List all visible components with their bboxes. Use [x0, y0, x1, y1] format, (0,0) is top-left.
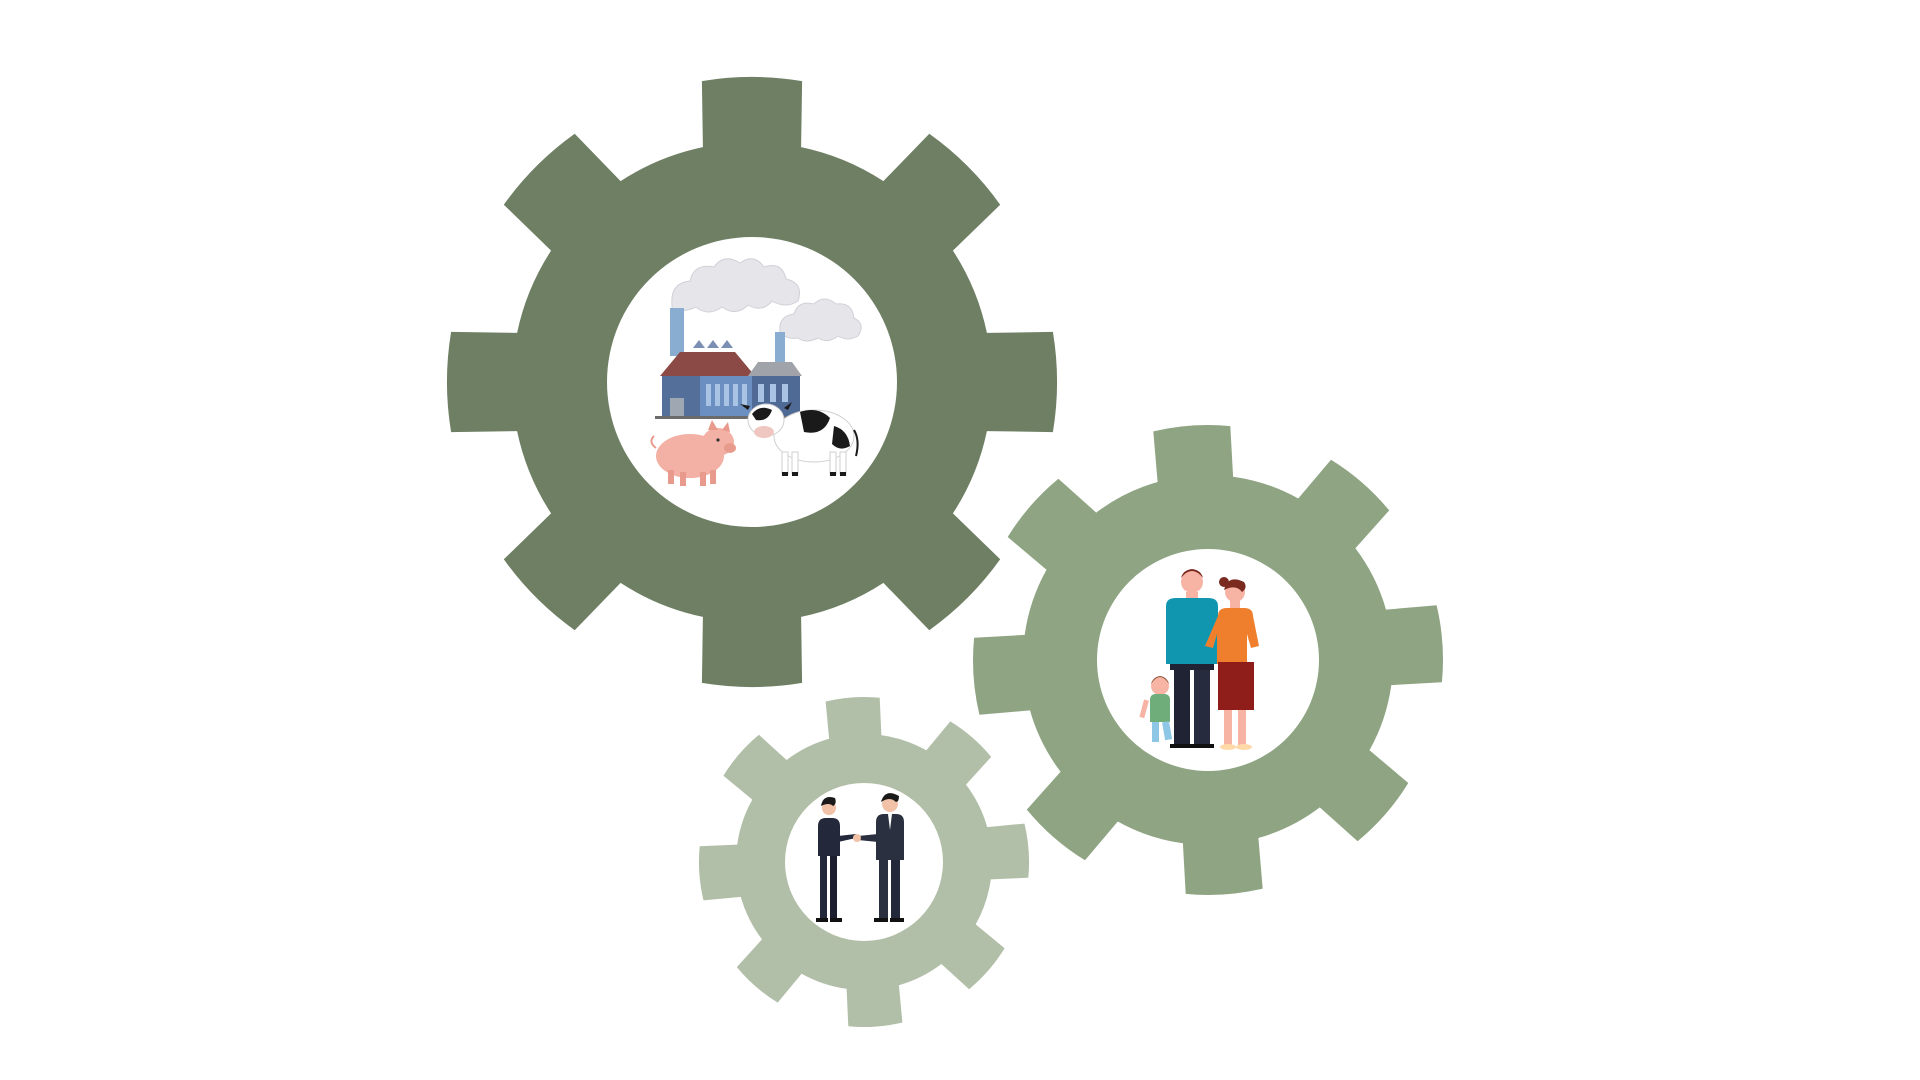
child-figure — [1139, 676, 1173, 742]
factory-windows — [706, 384, 788, 406]
factory-roof — [660, 352, 755, 376]
gear-industry — [446, 76, 1058, 688]
businessman-figure — [853, 793, 904, 922]
roof-vent — [693, 340, 705, 348]
pig-icon — [650, 420, 736, 486]
gear-family — [973, 425, 1443, 895]
woman-figure — [1205, 577, 1259, 750]
gear-large-body — [446, 76, 1058, 688]
smoke-cloud-icon — [671, 258, 800, 313]
roof-vent — [721, 340, 733, 348]
cow-icon — [740, 402, 859, 476]
family-icon — [1139, 569, 1259, 750]
gear-medium-body — [973, 425, 1443, 895]
business-handshake-icon — [816, 793, 904, 922]
factory-with-livestock-icon — [650, 258, 862, 486]
chimney — [775, 332, 785, 368]
factory-door — [670, 398, 684, 416]
smoke-cloud-icon — [779, 298, 862, 342]
chimney — [670, 308, 684, 356]
businesswoman-figure — [816, 797, 856, 922]
man-figure — [1166, 569, 1218, 748]
gear-business — [698, 696, 1030, 1028]
roof-vent — [707, 340, 719, 348]
factory-side-roof — [748, 362, 802, 376]
ground-line — [655, 416, 815, 419]
gear-small-body — [698, 696, 1030, 1028]
